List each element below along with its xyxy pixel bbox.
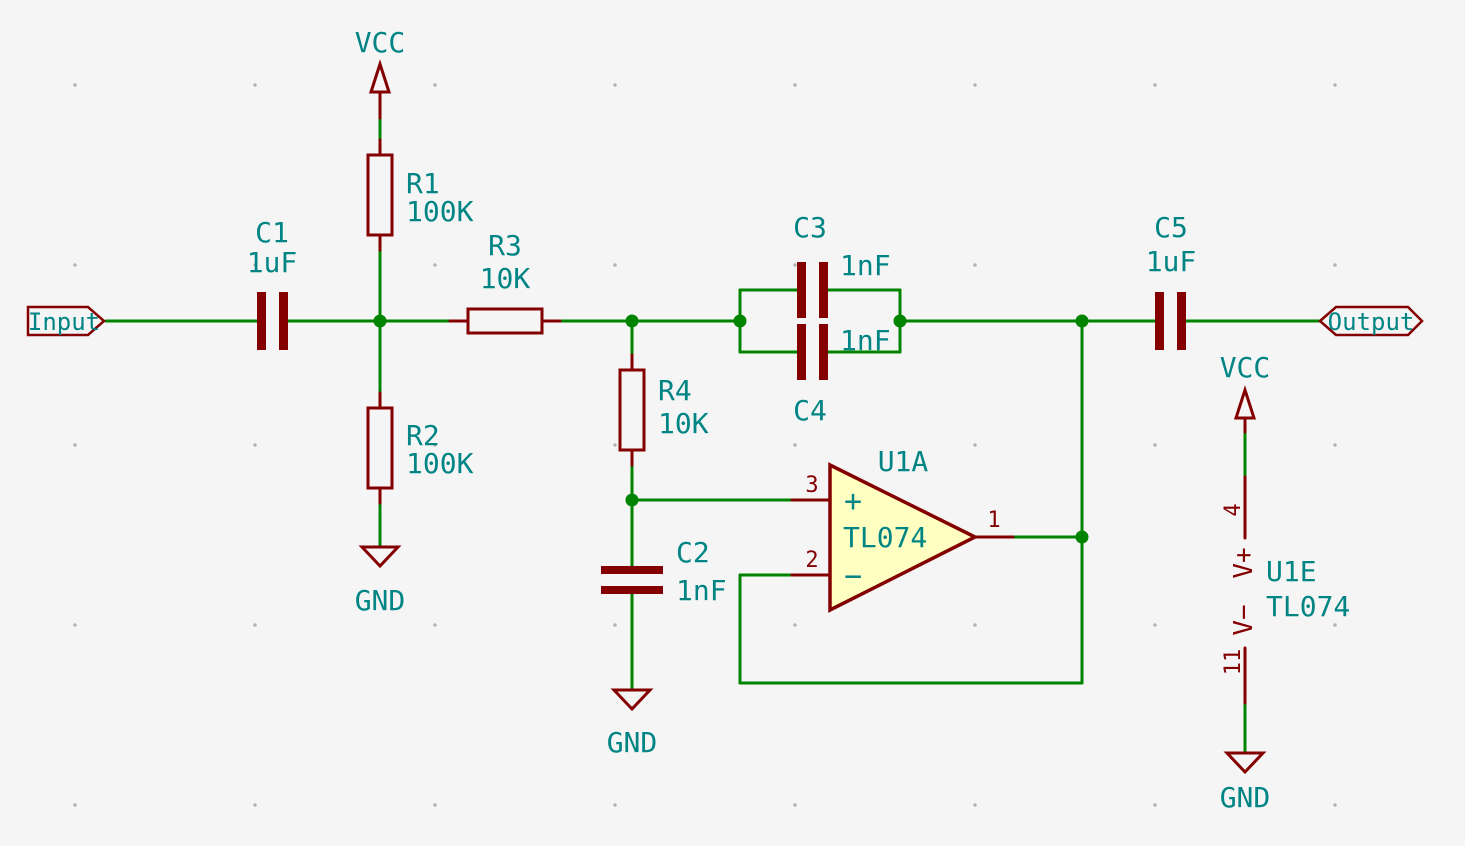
vcc-label: VCC bbox=[355, 26, 406, 59]
u1e-reference: U1E bbox=[1266, 555, 1317, 588]
c1-reference: C1 bbox=[255, 216, 289, 249]
opamp-power-unit-u1e[interactable]: 4 V+ V− 11 U1E TL074 bbox=[1221, 475, 1350, 705]
opamp-u1a[interactable]: + − 3 2 1 U1A TL074 bbox=[790, 445, 1015, 613]
power-symbol-vcc[interactable]: VCC bbox=[355, 26, 406, 120]
r4-value: 10K bbox=[658, 407, 709, 440]
c4-plate-left bbox=[797, 324, 806, 380]
r1-body bbox=[366, 153, 394, 237]
output-flag-label: Output bbox=[1328, 308, 1415, 336]
c5-plate-right bbox=[1177, 292, 1186, 350]
r2-reference: R2 bbox=[406, 419, 440, 452]
c5-reference: C5 bbox=[1154, 211, 1188, 244]
gnd-triangle-icon bbox=[358, 545, 402, 569]
r1-value: 100K bbox=[406, 195, 474, 228]
u1a-reference: U1A bbox=[878, 445, 929, 478]
junction-dot bbox=[625, 314, 639, 328]
resistor-r4[interactable]: R4 10K bbox=[618, 353, 709, 467]
u1a-noninverting-mark: + bbox=[844, 484, 862, 519]
capacitor-c4[interactable]: 1nF C4 bbox=[793, 324, 891, 427]
gnd-triangle-icon bbox=[610, 688, 654, 712]
u1e-value: TL074 bbox=[1266, 590, 1350, 623]
junction-dot bbox=[893, 314, 907, 328]
c4-plate-right bbox=[819, 324, 828, 380]
c5-value: 1uF bbox=[1146, 245, 1197, 278]
c1-plate-left bbox=[257, 292, 266, 350]
input-flag-label: Input bbox=[28, 308, 100, 336]
capacitor-c5[interactable]: C5 1uF bbox=[1146, 211, 1197, 350]
global-label-output[interactable]: Output bbox=[1318, 305, 1424, 337]
u1e-vminus-name: V− bbox=[1229, 604, 1259, 635]
r2-value: 100K bbox=[406, 447, 474, 480]
vcc-arrow-icon bbox=[1233, 385, 1257, 420]
power-symbol-gnd-2[interactable]: GND bbox=[607, 688, 658, 759]
c1-value: 1uF bbox=[247, 246, 298, 279]
r3-body bbox=[466, 307, 544, 335]
r4-reference: R4 bbox=[658, 374, 692, 407]
c3-reference: C3 bbox=[793, 211, 827, 244]
u1a-pin3-number: 3 bbox=[805, 473, 818, 498]
c2-value: 1nF bbox=[676, 574, 727, 607]
power-symbol-vcc-2[interactable]: VCC bbox=[1220, 351, 1271, 434]
opamp-triangle-icon bbox=[828, 462, 979, 613]
u1a-value: TL074 bbox=[843, 521, 927, 554]
gnd-triangle-icon bbox=[1223, 751, 1267, 775]
junction-dot bbox=[373, 314, 387, 328]
output-flag-outline bbox=[1318, 305, 1424, 337]
junction-dot bbox=[1075, 314, 1089, 328]
vcc-label: VCC bbox=[1220, 351, 1271, 384]
r4-body bbox=[618, 368, 646, 452]
c1-plate-right bbox=[279, 292, 288, 350]
power-symbol-gnd-1[interactable]: GND bbox=[355, 545, 406, 617]
junctions bbox=[373, 314, 1089, 544]
resistor-r2[interactable]: R2 100K bbox=[366, 391, 474, 505]
c2-plate-top bbox=[601, 566, 663, 574]
junction-dot bbox=[625, 493, 639, 507]
gnd-label: GND bbox=[1220, 781, 1271, 814]
u1e-vplus-name: V+ bbox=[1229, 547, 1259, 578]
power-symbol-gnd-3[interactable]: GND bbox=[1220, 751, 1271, 814]
junction-dot bbox=[733, 314, 747, 328]
r3-reference: R3 bbox=[488, 229, 522, 262]
vcc-arrow-icon bbox=[368, 59, 392, 94]
u1a-inverting-mark: − bbox=[844, 559, 862, 594]
c2-reference: C2 bbox=[676, 536, 710, 569]
capacitor-c3[interactable]: C3 1nF bbox=[793, 211, 891, 318]
capacitor-c1[interactable]: C1 1uF bbox=[247, 216, 298, 350]
u1e-pin11-number: 11 bbox=[1221, 649, 1246, 676]
c2-plate-bottom bbox=[601, 586, 663, 594]
c4-value: 1nF bbox=[840, 324, 891, 357]
resistor-r3[interactable]: R3 10K bbox=[448, 229, 562, 335]
global-label-input[interactable]: Input bbox=[26, 305, 106, 337]
c3-value: 1nF bbox=[840, 249, 891, 282]
c3-plate-left bbox=[797, 262, 806, 318]
u1e-pin4-number: 4 bbox=[1221, 503, 1246, 516]
r1-reference: R1 bbox=[406, 167, 440, 200]
wires bbox=[104, 116, 1322, 755]
c4-reference: C4 bbox=[793, 394, 827, 427]
capacitor-c2[interactable]: C2 1nF bbox=[601, 536, 727, 607]
r2-body bbox=[366, 406, 394, 490]
u1a-pin2-number: 2 bbox=[805, 548, 818, 573]
r3-value: 10K bbox=[480, 262, 531, 295]
gnd-label: GND bbox=[355, 584, 406, 617]
c3-plate-right bbox=[819, 262, 828, 318]
c5-plate-left bbox=[1155, 292, 1164, 350]
input-flag-outline bbox=[26, 305, 106, 337]
gnd-label: GND bbox=[607, 726, 658, 759]
u1a-pin1-number: 1 bbox=[987, 508, 1000, 533]
resistor-r1[interactable]: R1 100K bbox=[366, 138, 474, 252]
junction-dot bbox=[1075, 530, 1089, 544]
